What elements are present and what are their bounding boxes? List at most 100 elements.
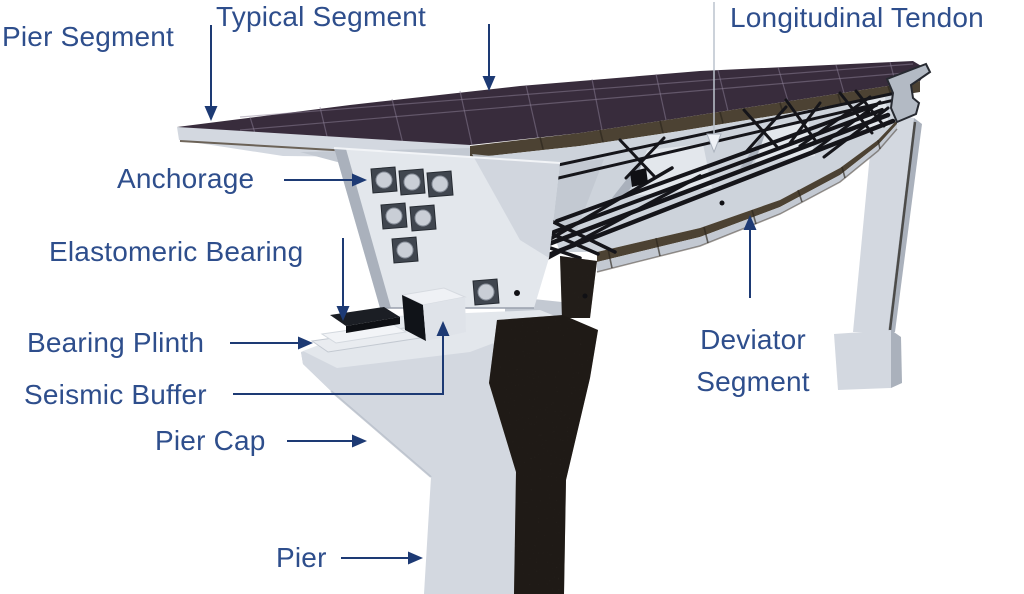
typical-segment-label: Typical Segment [216, 1, 426, 32]
deck-joint-line [591, 78, 603, 131]
deck-lane-line [239, 71, 917, 131]
far-pier-foot [834, 330, 895, 390]
deviated-tendon-line [744, 105, 788, 154]
bearing-plinth-label: Bearing Plinth [27, 327, 205, 358]
deviator-block [630, 168, 648, 187]
typical-segment-arrowhead [482, 76, 496, 91]
end-fan-tendon-line [798, 95, 872, 148]
deck-lane-line [239, 63, 914, 118]
segment-joint-tick [719, 111, 724, 124]
anchor-block [409, 204, 437, 232]
deviator-segment-label-line1: Deviator [700, 324, 806, 355]
girder-bottom-shadow-line [596, 128, 898, 273]
anchorage-arrowhead [352, 173, 367, 187]
deck-joint-line [835, 64, 845, 94]
tendon-line [549, 108, 884, 235]
pier-cap-label: Pier Cap [155, 425, 266, 456]
deviator-segment-arrowhead [743, 215, 757, 230]
segment-joint-tick [837, 93, 842, 105]
deviated-tendon-line [788, 101, 822, 145]
seismic-buffer-arrowhead [436, 321, 450, 336]
vent-hole [514, 290, 520, 296]
pier-segment-arrowhead [204, 106, 218, 121]
seismic-buffer-arrow [233, 335, 444, 395]
pier-label: Pier [276, 542, 327, 573]
end-fan-tendon-line [854, 89, 886, 128]
diaphragm-left-shade [334, 148, 391, 308]
vent-hole [719, 200, 725, 206]
segment-joint-tick [539, 136, 544, 150]
deviator-segment-label: Deviator Segment [658, 319, 848, 403]
far-pier-foot-side [891, 330, 902, 388]
elastomeric-bearing-label: Elastomeric Bearing [49, 236, 304, 267]
segment-joint-tick [599, 129, 604, 143]
anchor-block [398, 168, 426, 196]
pier-segment-block [333, 147, 597, 318]
pier-cap-arrowhead [352, 434, 367, 448]
bottom-flange-outer-band [597, 124, 897, 272]
diaphragm-top-edge [333, 147, 561, 164]
pier-arrowhead [408, 551, 423, 565]
deck-end-face [885, 62, 932, 124]
flange-joint-tick [703, 226, 709, 244]
anchor-block [391, 236, 419, 264]
bottom-flange-cut-strip [597, 120, 897, 262]
segment-flange-cut-end-texture [560, 256, 597, 318]
longitudinal-tendon-arrowhead [706, 133, 722, 154]
anchor-block [380, 202, 408, 230]
anchor-tendon-line [526, 166, 674, 254]
anchor-tendon-line [546, 174, 702, 260]
deck-joint-line [525, 84, 539, 139]
anchorage-blocks [370, 166, 500, 306]
vent-hole [865, 109, 871, 115]
deviator-segment-label-line2: Segment [696, 366, 810, 397]
pier-segment-label: Pier Segment [2, 21, 175, 52]
deck-joint-line [459, 90, 473, 146]
anchor-block [426, 170, 454, 198]
pier-body [301, 317, 516, 594]
far-pier-edge-line [888, 121, 917, 331]
bearing-plinth-arrowhead [298, 336, 313, 350]
top-slab-cut-strip [470, 81, 920, 158]
far-pier-shaft [853, 112, 914, 332]
pier-cut-face-texture [489, 315, 598, 594]
end-fan-tendon-line [838, 91, 874, 135]
deck-joint-line [391, 98, 405, 149]
deviated-tendon-line [624, 136, 666, 180]
segment-joint-tick [659, 120, 664, 134]
elastomeric-bearing-front [346, 317, 400, 333]
vent-hole [582, 293, 588, 299]
anchor-block [472, 278, 500, 306]
deviated-tendon-line [784, 98, 817, 142]
deviated-tendon-line [742, 108, 780, 150]
main-pier [301, 310, 598, 594]
tendon-line [514, 89, 907, 176]
anchor-block [370, 166, 398, 194]
deck-surface [177, 61, 928, 151]
longitudinal-tendon-label: Longitudinal Tendon [730, 2, 984, 33]
elastomeric-bearing-top [330, 307, 400, 326]
bearing-assembly [310, 287, 467, 353]
diaphragm-chamfer [472, 154, 560, 258]
deck-joint-line [717, 69, 729, 112]
flange-joint-tick [607, 248, 613, 269]
elastomeric-bearing-arrowhead [336, 306, 350, 321]
far-pier [834, 112, 922, 390]
anchorage-label: Anchorage [117, 163, 255, 194]
seismic-buffer-label: Seismic Buffer [24, 379, 207, 410]
pier-cap-slope-edge [330, 390, 432, 478]
flange-joint-tick [877, 139, 881, 150]
deviated-tendon-line [618, 138, 656, 178]
flange-joint-tick [841, 166, 846, 179]
pointers [204, 2, 757, 565]
seismic-buffer-front [402, 295, 426, 341]
flange-joint-tick [797, 189, 803, 203]
tendon-line [555, 103, 878, 223]
flange-joint-tick [751, 209, 757, 225]
tendon-line [543, 118, 896, 259]
flange-joint-tick [655, 237, 661, 257]
deck-joint-line [777, 66, 789, 102]
deck-joint-line [655, 73, 667, 121]
